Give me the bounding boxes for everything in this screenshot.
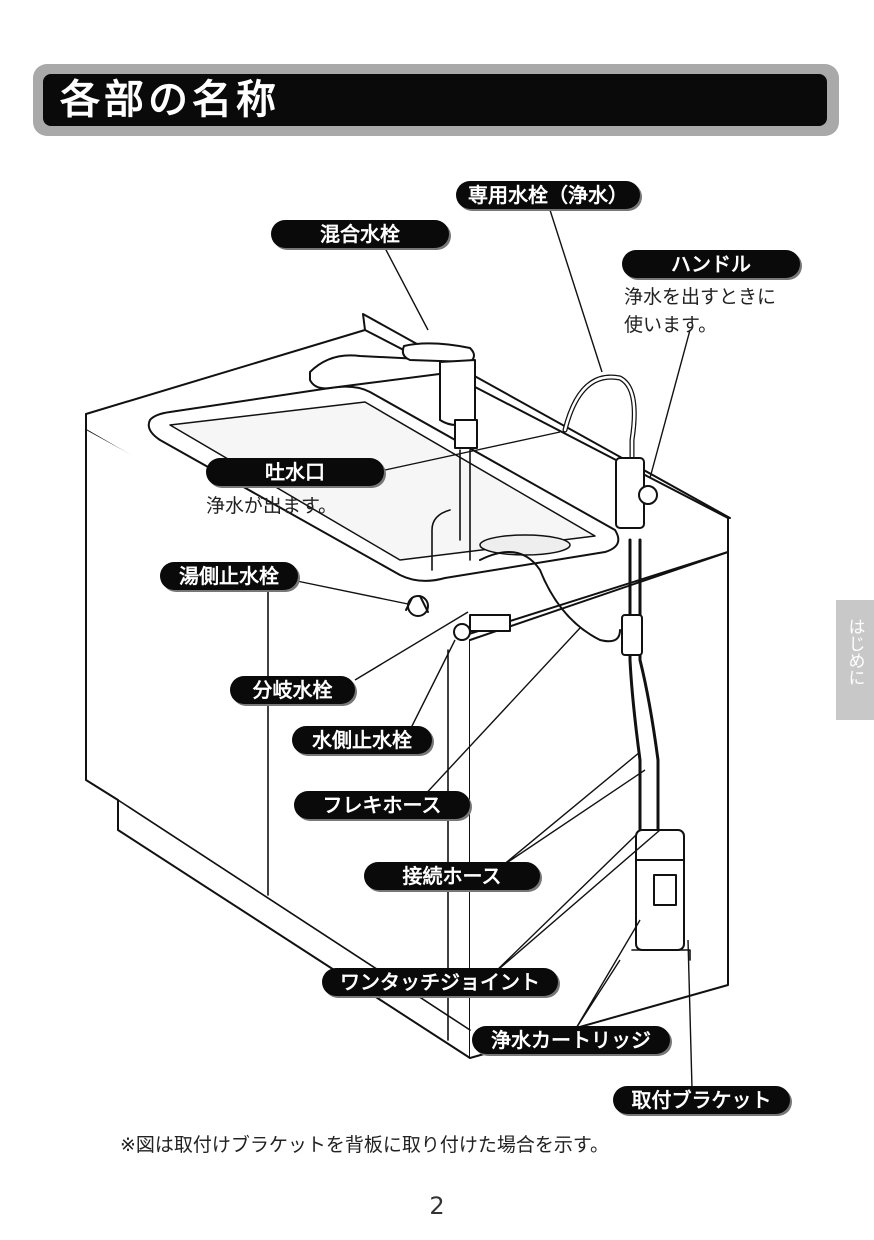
label-cold-water-stop-valve: 水側止水栓 [292,726,432,754]
title-bar [43,74,827,126]
label-spout: 吐水口 [206,458,384,486]
label-handle: ハンドル [622,250,800,278]
handle-description-line1: 浄水を出すときに [624,286,777,308]
label-dedicated-faucet: 専用水栓（浄水） [456,181,640,209]
handle-description-line2: 使います。 [624,314,718,336]
page-number: 2 [429,1192,445,1220]
label-mounting-bracket: 取付ブラケット [613,1086,790,1114]
page-title: 各部の名称 [60,77,280,123]
footnote: ※図は取付けブラケットを背板に取り付けた場合を示す。 [120,1134,610,1156]
label-mixing-faucet: 混合水栓 [271,220,449,248]
label-hot-water-stop-valve: 湯側止水栓 [160,562,298,590]
label-filter-cartridge: 浄水カートリッジ [472,1026,670,1054]
section-side-tab-label: はじめに [844,618,865,686]
label-flexible-hose: フレキホース [294,791,470,819]
section-side-tab[interactable]: はじめに [836,600,874,720]
label-connecting-hose: 接続ホース [364,862,540,890]
label-branch-faucet: 分岐水栓 [230,676,355,704]
spout-description: 浄水が出ます。 [206,495,338,517]
label-one-touch-joint: ワンタッチジョイント [322,968,558,996]
